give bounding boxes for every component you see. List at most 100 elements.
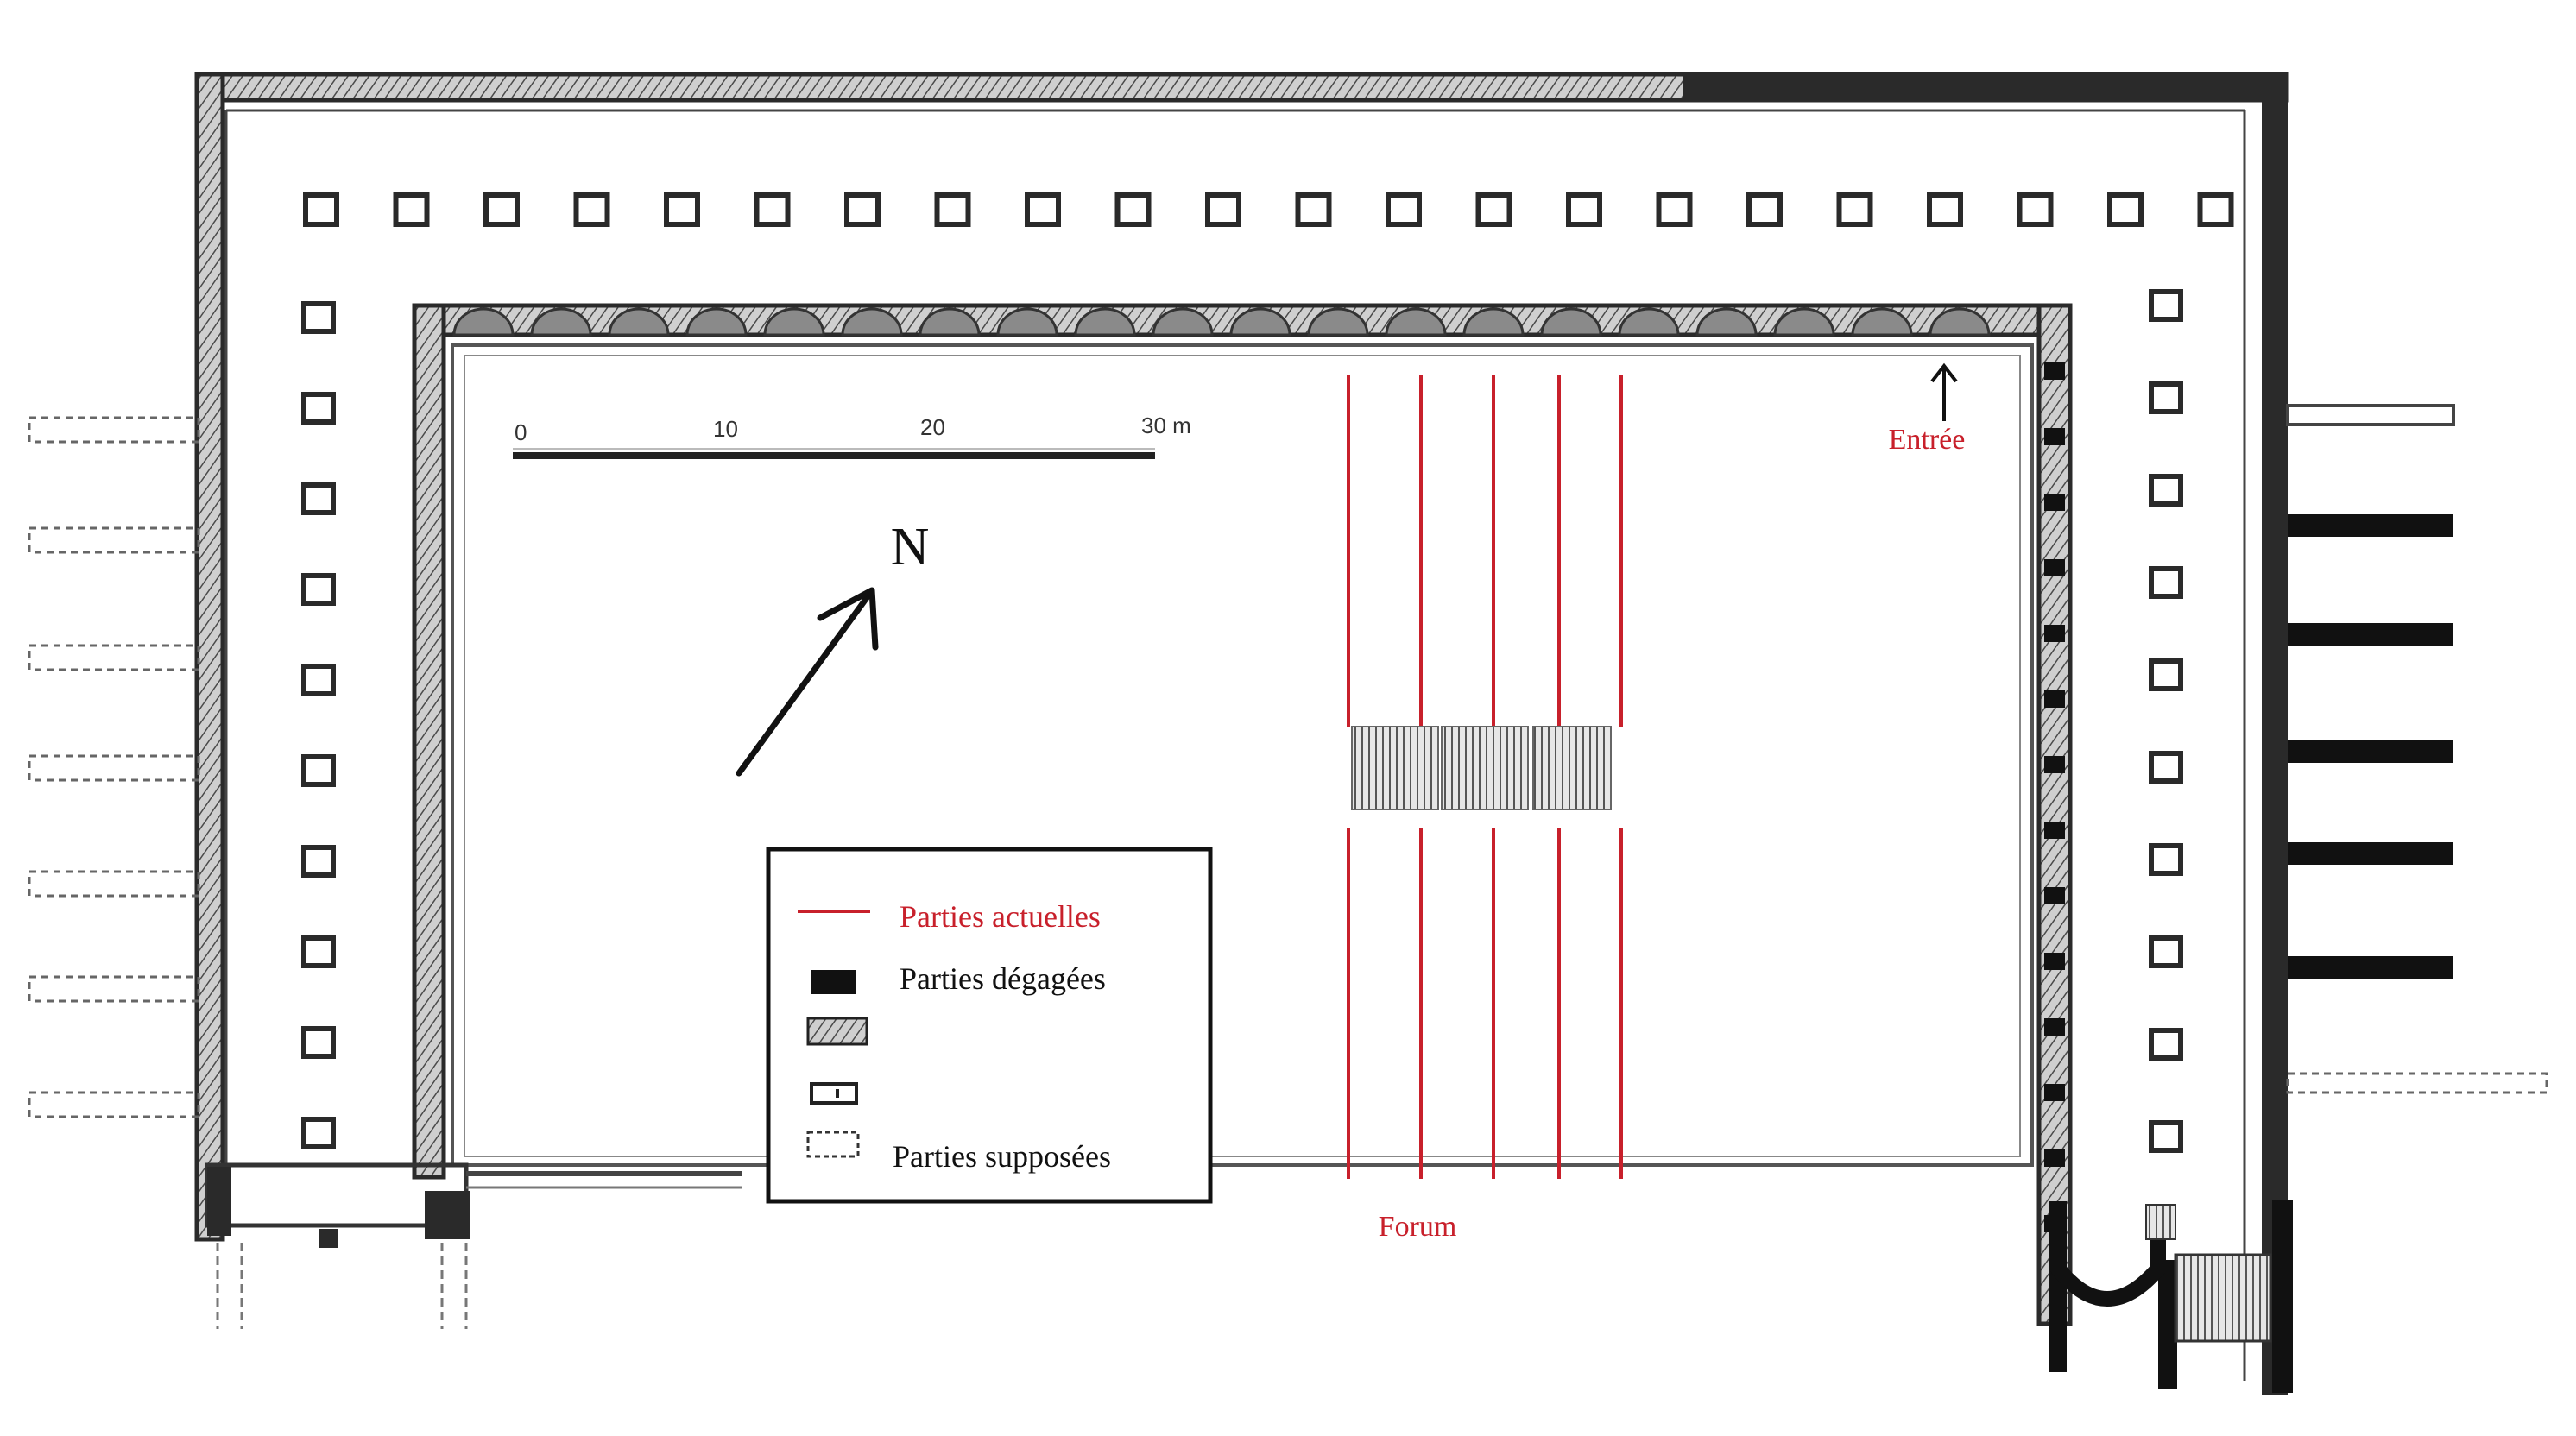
scale-bar: 0 10 20 30 m (513, 413, 1191, 459)
column (301, 754, 336, 787)
entrance-label: Entrée (1889, 424, 1966, 456)
supposed-wall (28, 644, 200, 671)
column (573, 192, 610, 227)
buttress (2044, 362, 2065, 380)
bottom-right-apse (2049, 1200, 2293, 1393)
column (301, 664, 336, 696)
column (2149, 751, 2183, 784)
forum: Forum (1347, 375, 1623, 1243)
column (1386, 192, 1422, 227)
niche (919, 307, 981, 337)
buttress (2044, 887, 2065, 904)
scale-tick-10: 10 (713, 416, 738, 442)
column (2149, 843, 2183, 876)
inner-right-buttresses (2044, 362, 2065, 1232)
forum-stalls (1351, 726, 1612, 810)
niche (1074, 307, 1136, 337)
niche (1385, 307, 1447, 337)
scale-tick-0: 0 (515, 419, 527, 445)
column (2017, 192, 2054, 227)
column (934, 192, 971, 227)
legend-label-supposed: Parties supposées (893, 1139, 1111, 1174)
column (2149, 289, 2183, 322)
buttress (2044, 1084, 2065, 1101)
supposed-wall (28, 1091, 200, 1118)
column (301, 1026, 336, 1059)
supposed-wall (28, 975, 200, 1003)
right-cleared-walls (2286, 404, 2548, 1094)
column (301, 392, 336, 425)
niche (1152, 307, 1214, 337)
niche (1773, 307, 1835, 337)
column (2149, 381, 2183, 414)
column (301, 482, 336, 515)
column (1836, 192, 1873, 227)
legend-swatch-cleared (811, 970, 856, 994)
column (1656, 192, 1693, 227)
column (301, 845, 336, 878)
cleared-wall (2288, 740, 2453, 763)
portico-columns (301, 192, 2234, 1153)
column (2149, 474, 2183, 507)
niche (1540, 307, 1602, 337)
buttress (2044, 494, 2065, 511)
north-arrow-icon (736, 587, 879, 777)
column (754, 192, 791, 227)
column (1927, 192, 1963, 227)
supposed-wall (2286, 1072, 2548, 1094)
buttress (2044, 1018, 2065, 1036)
column (1295, 192, 1332, 227)
column (393, 192, 430, 227)
buttress (2044, 428, 2065, 445)
column (2149, 566, 2183, 599)
niche (841, 307, 903, 337)
supposed-wall (28, 416, 200, 444)
column (483, 192, 520, 227)
column (2107, 192, 2144, 227)
column (303, 192, 339, 227)
column (1746, 192, 1783, 227)
column (1475, 192, 1512, 227)
legend-swatch-supposed (806, 1131, 860, 1158)
north-label: N (891, 518, 930, 576)
column (301, 573, 336, 606)
niche (1462, 307, 1525, 337)
scale-tick-30: 30 m (1141, 413, 1191, 438)
niche (452, 307, 515, 337)
buttress (2044, 822, 2065, 839)
scale-tick-20: 20 (920, 414, 945, 440)
column (844, 192, 881, 227)
niche (530, 307, 592, 337)
legend-label-current: Parties actuelles (900, 899, 1101, 934)
buttress (2044, 559, 2065, 576)
legend-swatch-outline (810, 1082, 858, 1105)
column (2149, 1120, 2183, 1153)
column (1566, 192, 1602, 227)
cleared-wall (2288, 514, 2453, 537)
column (1114, 192, 1152, 227)
left-supposed-walls (28, 416, 200, 1118)
cleared-wall (2288, 842, 2453, 865)
buttress (2044, 690, 2065, 708)
buttress (2044, 1149, 2065, 1167)
bottom-left-structure (205, 1162, 742, 1329)
column (2149, 935, 2183, 968)
column (664, 192, 700, 227)
legend: Parties actuelles Parties dégagées Parti… (766, 847, 1213, 1204)
inner-wall-niches (452, 307, 1991, 337)
legend-swatch-hatched (806, 1017, 868, 1046)
inner-walls (412, 303, 2073, 1326)
niche (1851, 307, 1913, 337)
niche (1618, 307, 1680, 337)
column (2149, 1028, 2183, 1061)
cleared-wall (2288, 623, 2453, 646)
legend-label-cleared: Parties dégagées (900, 961, 1106, 996)
outer-walls (194, 72, 2289, 1395)
niche (996, 307, 1058, 337)
niche (763, 307, 825, 337)
column (1205, 192, 1241, 227)
buttress (2044, 625, 2065, 642)
niche (1307, 307, 1369, 337)
north-indicator: N (736, 518, 930, 777)
